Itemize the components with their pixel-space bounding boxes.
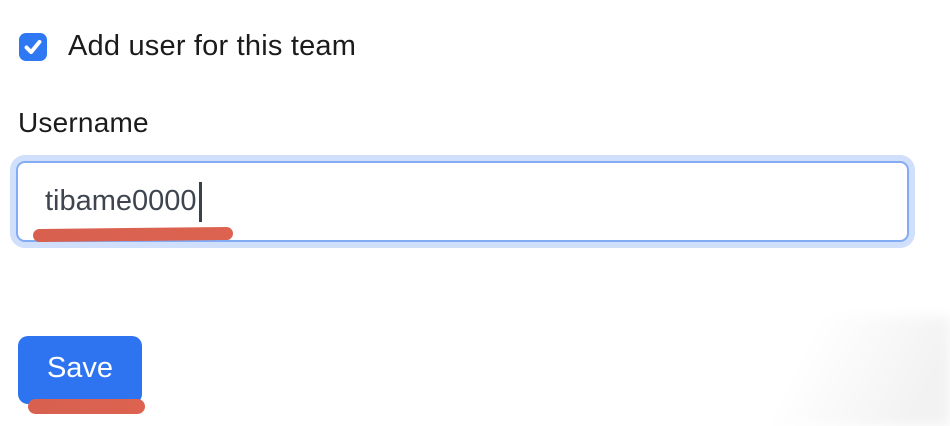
add-user-checkbox-label[interactable]: Add user for this team bbox=[68, 30, 357, 62]
username-input[interactable]: tibame0000 bbox=[16, 161, 909, 242]
add-user-checkbox[interactable] bbox=[19, 32, 47, 61]
save-button[interactable]: Save bbox=[18, 336, 142, 404]
text-caret bbox=[198, 181, 202, 222]
corner-shadow bbox=[720, 316, 950, 426]
add-user-checkbox-row: Add user for this team bbox=[19, 30, 356, 63]
check-icon bbox=[24, 39, 42, 54]
username-input-value: tibame0000 bbox=[45, 185, 197, 217]
username-label: Username bbox=[18, 107, 149, 138]
